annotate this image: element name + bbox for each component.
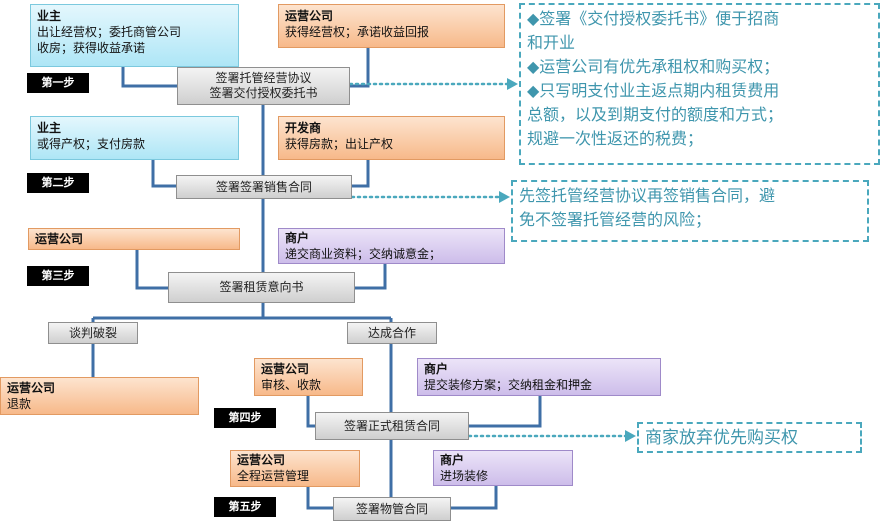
step1-note: ◆签署《交付授权委托书》便于招商 和开业 ◆运营公司有优先承租权和购买权； ◆只… — [519, 3, 880, 165]
step1-note-line4: ◆只写明支付业主返点期内租赁费用 — [527, 81, 780, 100]
step5-merchant-title: 商户 — [440, 453, 465, 467]
step4-merchant-box: 商户 提交装修方案；交纳租金和押金 — [417, 358, 661, 396]
step5-operator-line1: 全程运营管理 — [237, 469, 310, 483]
step2-owner-line1: 或得产权；支付房款 — [37, 137, 146, 151]
step2-badge: 第二步 — [27, 173, 89, 193]
step3-operator-title: 运营公司 — [35, 232, 84, 246]
step2-developer-line1: 获得房款；出让产权 — [285, 137, 394, 151]
refund-box: 运营公司 退款 — [0, 377, 199, 415]
step1-operator-title: 运营公司 — [285, 9, 334, 23]
step5-badge: 第五步 — [214, 497, 276, 517]
negotiation-failed-box: 谈判破裂 — [48, 322, 138, 344]
step2-developer-title: 开发商 — [285, 121, 322, 135]
step5-merchant-line1: 进场装修 — [440, 469, 489, 483]
step2-action-box: 签署签署销售合同 — [176, 175, 352, 199]
step4-operator-line1: 审核、收款 — [261, 378, 322, 392]
step1-note-line5: 总额，以及到期支付的额度和方式； — [527, 105, 784, 124]
step5-operator-box: 运营公司 全程运营管理 — [230, 450, 360, 487]
step2-note-line1: 先签托管经营协议再签销售合同，避 — [519, 186, 776, 205]
step1-owner-title: 业主 — [37, 9, 62, 23]
step5-merchant-box: 商户 进场装修 — [433, 450, 573, 486]
step2-developer-box: 开发商 获得房款；出让产权 — [278, 116, 505, 160]
step2-owner-box: 业主 或得产权；支付房款 — [30, 116, 239, 160]
step3-operator-box: 运营公司 — [28, 228, 240, 250]
step1-note-line2: 和开业 — [527, 33, 576, 52]
step1-note-line1: ◆签署《交付授权委托书》便于招商 — [527, 9, 780, 28]
step3-merchant-title: 商户 — [285, 231, 310, 245]
step1-operator-line1: 获得经营权；承诺收益回报 — [285, 25, 430, 39]
step4-merchant-line1: 提交装修方案；交纳租金和押金 — [424, 378, 593, 392]
cooperation-reached-box: 达成合作 — [347, 322, 437, 344]
step3-action-box: 签署租赁意向书 — [168, 272, 355, 303]
step1-owner-line2: 收房；获得收益承诺 — [37, 41, 146, 55]
step5-action-box: 签署物管合同 — [333, 497, 451, 521]
refund-line1: 退款 — [7, 397, 32, 411]
step1-owner-box: 业主 出让经营权；委托商管公司 收房；获得收益承诺 — [30, 4, 239, 67]
step4-merchant-title: 商户 — [424, 362, 449, 376]
step4-operator-box: 运营公司 审核、收款 — [254, 358, 363, 396]
refund-title: 运营公司 — [7, 381, 56, 395]
step2-note-line2: 免不签署托管经营的风险； — [519, 210, 712, 229]
step4-note: 商家放弃优先购买权 — [637, 422, 862, 453]
step4-badge: 第四步 — [214, 408, 276, 428]
step3-merchant-box: 商户 递交商业资料；交纳诚意金； — [278, 228, 505, 264]
step2-note: 先签托管经营协议再签销售合同，避 免不签署托管经营的风险； — [511, 180, 869, 242]
step2-owner-title: 业主 — [37, 121, 62, 135]
step5-operator-title: 运营公司 — [237, 453, 286, 467]
step4-action-box: 签署正式租赁合同 — [315, 412, 469, 440]
step1-note-line6: 规避一次性返还的税费； — [527, 129, 704, 148]
step3-badge: 第三步 — [27, 266, 89, 286]
step1-note-line3: ◆运营公司有优先承租权和购买权； — [527, 57, 780, 76]
step1-action-line2: 签署交付授权委托书 — [209, 86, 318, 100]
step1-operator-box: 运营公司 获得经营权；承诺收益回报 — [278, 4, 505, 48]
step3-merchant-line1: 递交商业资料；交纳诚意金； — [285, 247, 442, 261]
step1-action-box: 签署托管经营协议 签署交付授权委托书 — [177, 67, 350, 105]
step1-owner-line1: 出让经营权；委托商管公司 — [37, 25, 182, 39]
step1-action-line1: 签署托管经营协议 — [215, 71, 312, 85]
step4-operator-title: 运营公司 — [261, 362, 310, 376]
step1-badge: 第一步 — [27, 73, 89, 93]
